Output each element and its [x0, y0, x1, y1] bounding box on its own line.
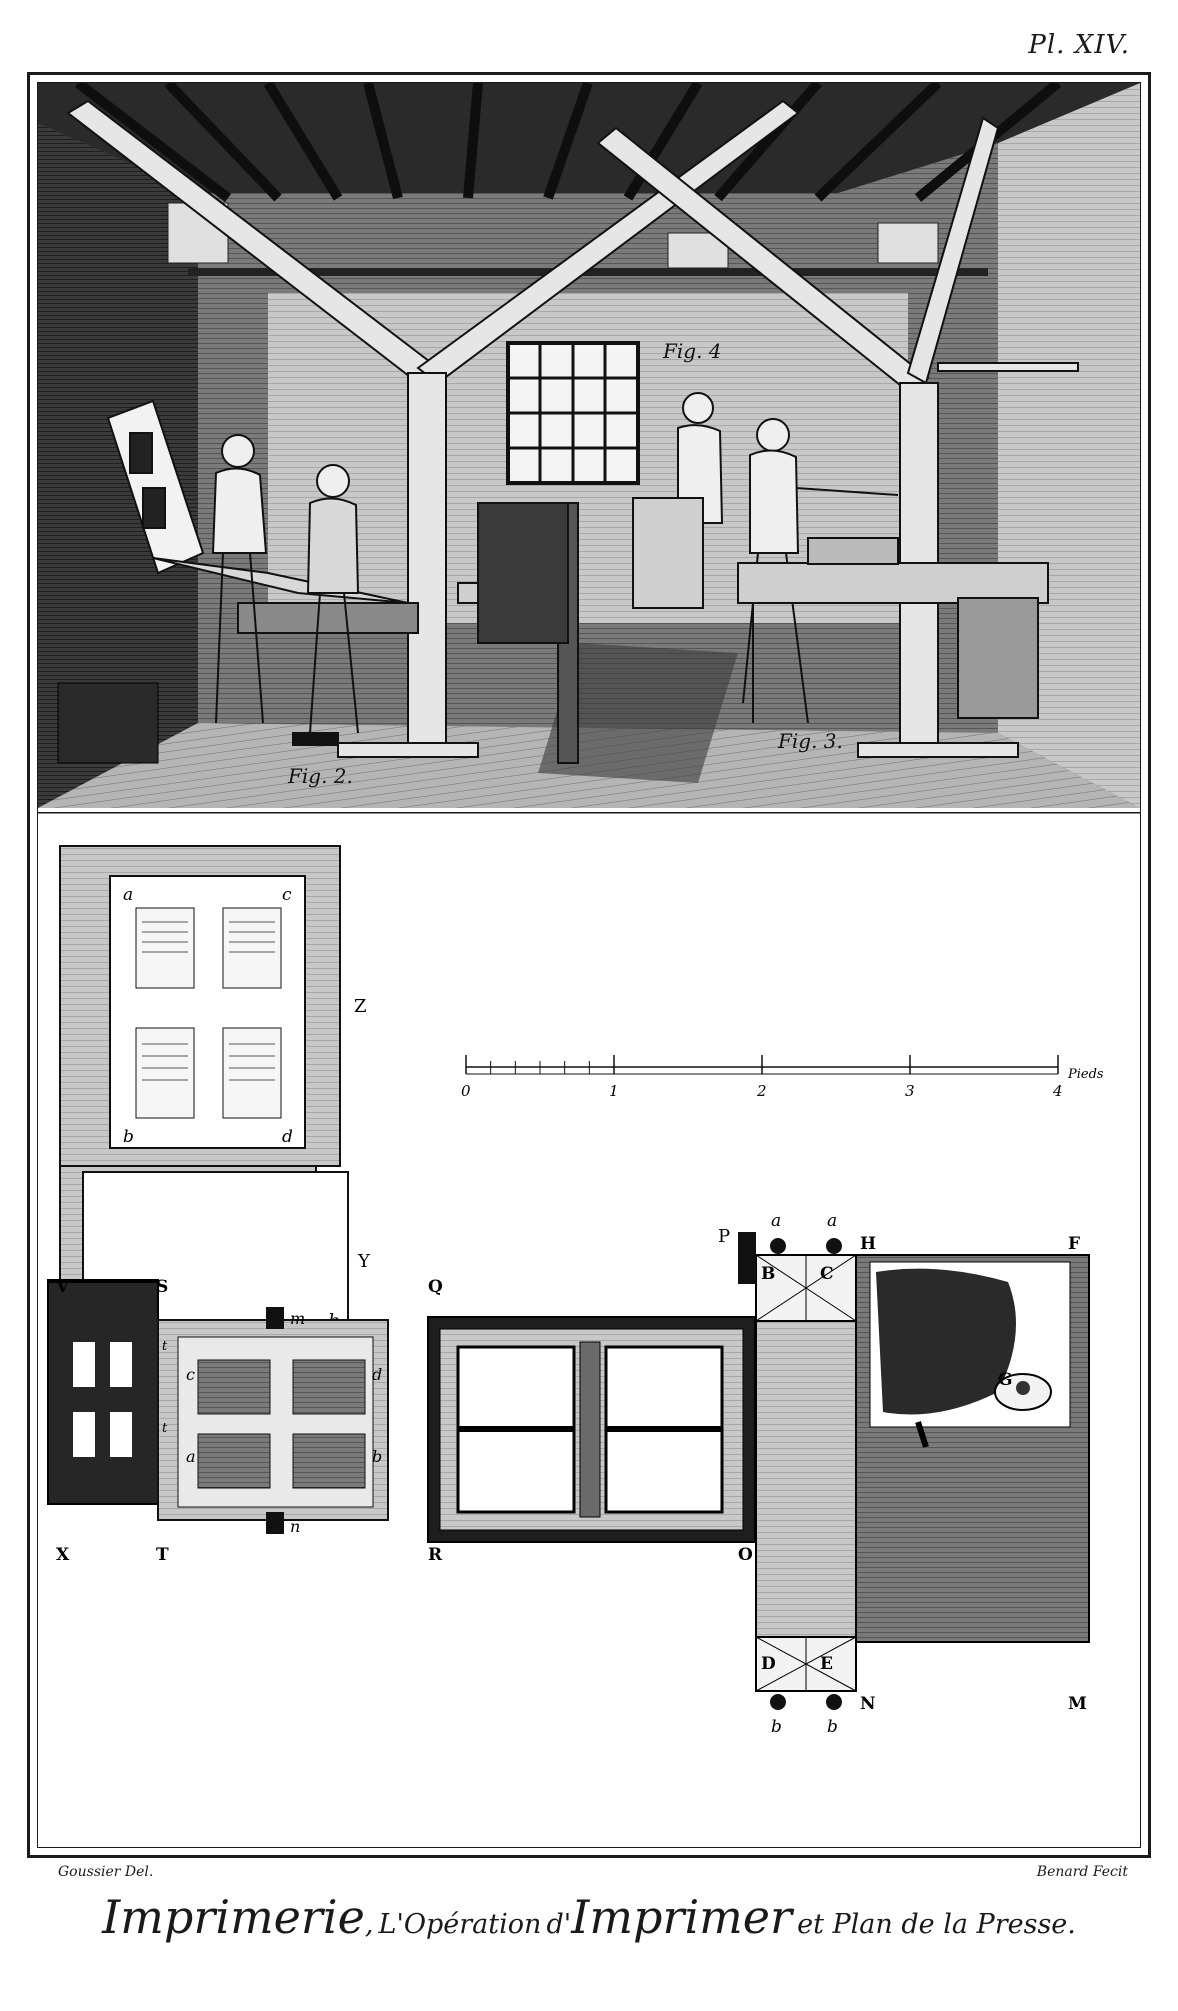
type-page	[197, 1359, 271, 1415]
label-d: d	[282, 1127, 293, 1147]
label-t: t	[162, 1421, 168, 1436]
press-plan-drawing: a c b d Z a b Y 0 1 2 3 4 Pieds m	[38, 812, 1140, 1737]
caption-part2: L'Opération	[378, 1909, 542, 1940]
beater-inking	[292, 464, 360, 746]
caption-part1: Imprimerie	[102, 1890, 365, 1944]
label-n: n	[290, 1517, 300, 1536]
tympan-frishet	[106, 399, 205, 575]
label-c: c	[186, 1365, 195, 1384]
plate-caption: Imprimerie, L'Opération d'Imprimer et Pl…	[0, 1890, 1178, 1944]
label-a: a	[771, 1211, 781, 1231]
plate-outer-frame	[27, 72, 1151, 1858]
label-V: V	[55, 1277, 70, 1297]
label-F: F	[1068, 1234, 1080, 1254]
label-d: d	[372, 1365, 382, 1384]
label-b: b	[372, 1447, 382, 1466]
label-Y: Y	[357, 1251, 371, 1272]
label-X: X	[56, 1545, 70, 1565]
figure-label-fig4: Fig. 4	[662, 339, 722, 363]
label-b: b	[827, 1717, 838, 1737]
pressman-pulling	[211, 434, 268, 724]
scale-bar: 0 1 2 3 4 Pieds	[461, 1055, 1104, 1100]
draughtsman-credit: Goussier Del.	[58, 1864, 154, 1880]
figure-tympan-frisket	[47, 1281, 159, 1505]
label-b: b	[123, 1127, 134, 1147]
leaded-window	[506, 341, 640, 485]
scale-tick-label: 2	[756, 1082, 767, 1100]
label-a: a	[123, 885, 133, 905]
plate-number: Pl. XIV.	[1028, 30, 1130, 60]
scale-tick-label: 4	[1052, 1082, 1063, 1100]
label-R: R	[428, 1545, 443, 1565]
label-N: N	[860, 1694, 876, 1714]
label-M: M	[1068, 1694, 1087, 1714]
label-P: P	[718, 1226, 730, 1247]
floor-shadow	[538, 643, 738, 783]
caption-part4: Imprimer	[571, 1890, 792, 1944]
type-page	[222, 1027, 282, 1119]
figure-label-fig3: Fig. 3.	[777, 729, 843, 753]
type-page	[222, 907, 282, 989]
caption-part5: et Plan de la Presse.	[797, 1909, 1076, 1940]
wall-shelf	[188, 268, 988, 276]
label-B: B	[761, 1264, 775, 1284]
point-n	[266, 1512, 284, 1534]
label-c: c	[282, 885, 292, 905]
figure-ink-block: H F G N M	[855, 1234, 1090, 1714]
left-press-frame	[66, 99, 800, 758]
label-D: D	[761, 1654, 776, 1674]
point-P	[738, 1232, 756, 1284]
figure-rails: B C D E a a b b P	[718, 1211, 857, 1737]
label-a: a	[186, 1447, 196, 1466]
label-m: m	[290, 1309, 305, 1328]
scale-tick-label: 1	[609, 1082, 619, 1100]
label-b: b	[771, 1717, 782, 1737]
label-t: t	[162, 1339, 168, 1354]
worker-fig4	[632, 392, 724, 609]
scale-unit: Pieds	[1067, 1067, 1104, 1082]
caption-sep: ,	[364, 1909, 374, 1940]
type-page	[135, 907, 195, 989]
label-a: a	[827, 1211, 837, 1231]
type-page	[197, 1433, 271, 1489]
label-E: E	[820, 1654, 833, 1674]
label-O: O	[738, 1545, 753, 1565]
label-Z: Z	[354, 996, 367, 1017]
right-press-bed	[737, 537, 1049, 723]
wooden-chest	[57, 682, 159, 764]
figure-z-chase: a c b d Z	[59, 845, 367, 1167]
label-Q: Q	[428, 1277, 443, 1297]
label-S: S	[156, 1277, 168, 1297]
engraver-credit: Benard Fecit	[1036, 1864, 1128, 1880]
plate-inner-frame	[37, 82, 1141, 1848]
scale-tick-label: 3	[905, 1082, 915, 1100]
label-T: T	[156, 1545, 169, 1565]
type-page	[292, 1359, 366, 1415]
type-page	[135, 1027, 195, 1119]
label-H: H	[860, 1234, 876, 1254]
label-G: G	[998, 1370, 1013, 1390]
left-press-bed	[152, 502, 579, 764]
figure-tympan-sheet: m n c d a b t t	[157, 1307, 389, 1536]
figure-chase-coffin	[427, 1316, 756, 1543]
printing-shop-scene: Fig. 4 Fig. 2. Fig. 3.	[38, 83, 1140, 808]
shelf-box	[877, 222, 939, 264]
scale-tick-label: 0	[461, 1082, 471, 1100]
caption-part3: d'	[546, 1909, 572, 1940]
figure-label-fig2: Fig. 2.	[287, 764, 353, 788]
label-C: C	[820, 1264, 834, 1284]
point-m	[266, 1307, 284, 1329]
type-page	[292, 1433, 366, 1489]
